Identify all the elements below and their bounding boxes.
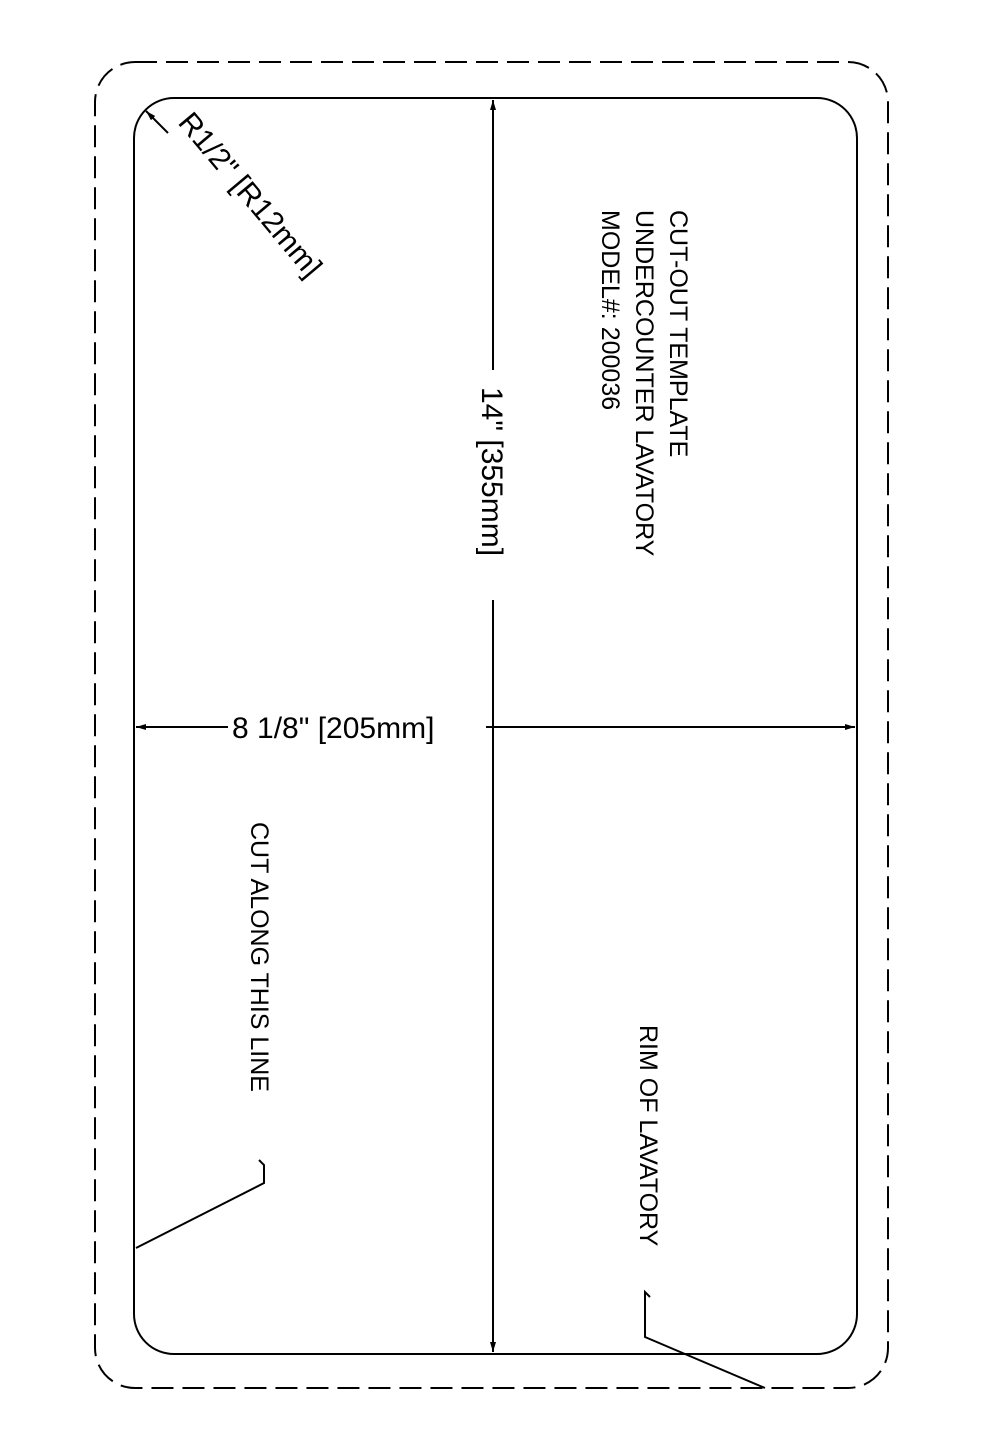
title-block: CUT-OUT TEMPLATE UNDERCOUNTER LAVATORY M… <box>596 210 692 557</box>
cut-line-label: CUT ALONG THIS LINE <box>245 822 273 1092</box>
title-line-2: UNDERCOUNTER LAVATORY <box>630 210 658 557</box>
height-dimension-label: 14" [355mm] <box>475 387 508 556</box>
rim-leader <box>644 1289 766 1389</box>
title-line-3: MODEL#: 200036 <box>596 210 624 410</box>
radius-leader-line <box>145 110 169 134</box>
title-line-1: CUT-OUT TEMPLATE <box>664 210 692 457</box>
rim-outline <box>94 61 889 1389</box>
cut-line-outline <box>133 97 858 1355</box>
width-dimension-label: 8 1/8" [205mm] <box>232 712 434 745</box>
radius-label: R1/2" [R12mm] <box>172 106 328 284</box>
cut-line-leader <box>135 1159 265 1249</box>
rim-label: RIM OF LAVATORY <box>634 1025 662 1247</box>
